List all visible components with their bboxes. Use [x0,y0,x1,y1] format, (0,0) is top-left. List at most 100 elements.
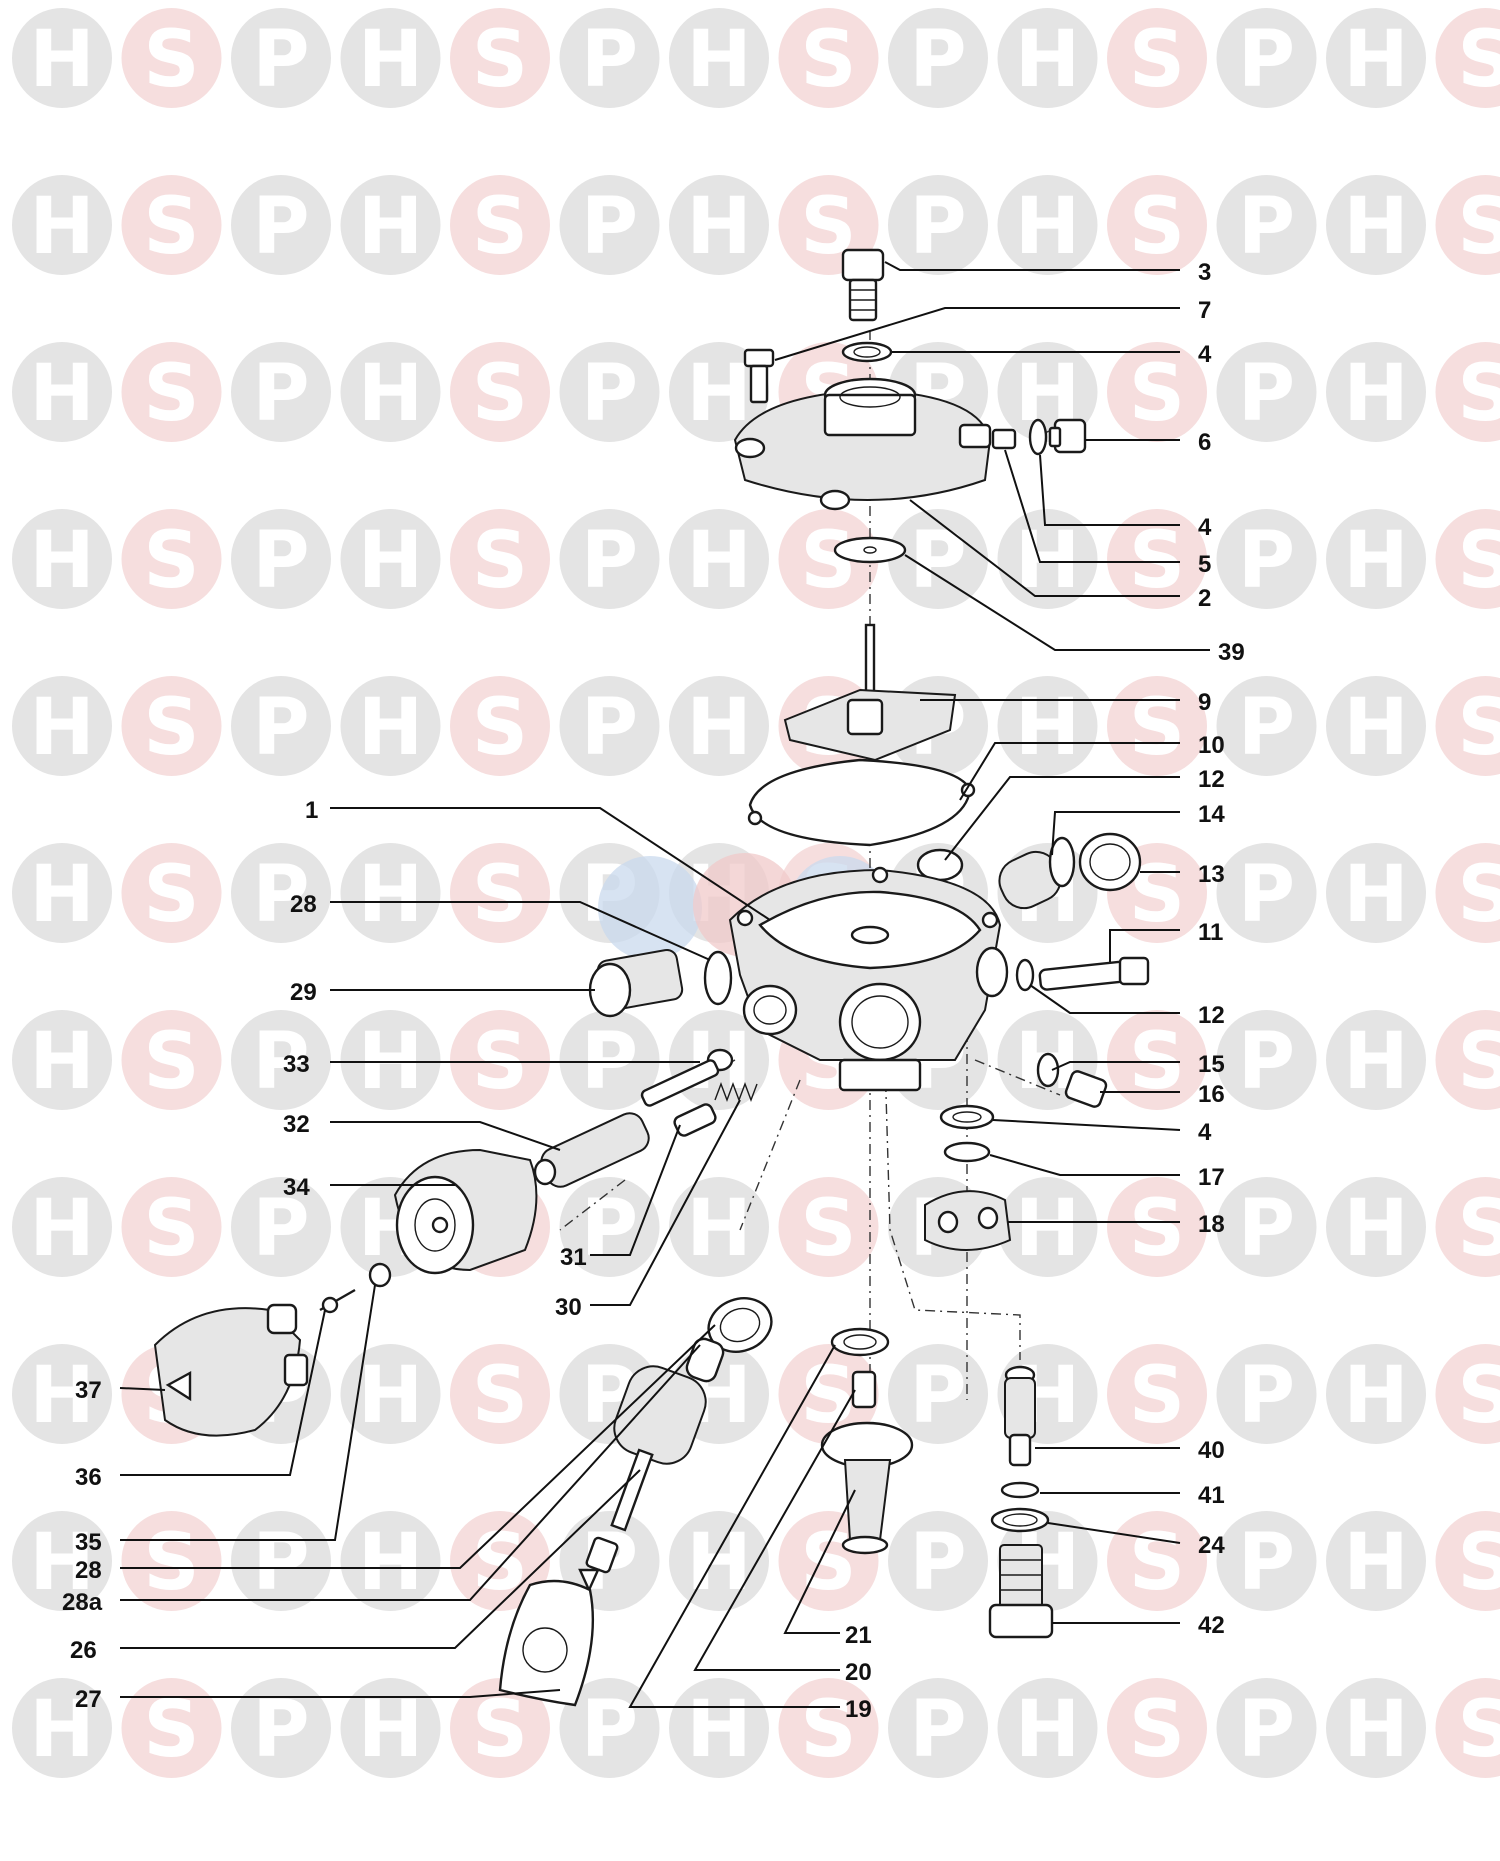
watermark-circle [778,509,879,609]
callout-3: 3 [1198,259,1211,286]
watermark-letter: S [472,182,528,272]
part-32-spindle [533,1059,720,1188]
part-28-ring-lower [707,1297,773,1353]
watermark-circle [231,1678,331,1778]
watermark-letter: P [1238,15,1295,105]
watermark-circle [450,509,550,609]
part-28-washer-upper [703,950,733,1006]
watermark-circle [1216,1678,1317,1778]
watermark-letter: H [1015,1685,1080,1775]
watermark-letter: S [800,15,856,105]
watermark-letter: P [581,516,638,606]
part-10-diaphragm [747,758,976,847]
watermark-circle [1435,676,1500,776]
watermark-circle [1216,342,1317,442]
callout-labels: 3 7 4 6 4 5 2 39 9 10 12 14 13 11 12 15 … [62,259,1245,1723]
watermark-circle [12,1010,112,1110]
part-12-washer-side [1015,958,1035,992]
watermark-circle [778,1177,879,1277]
callout-14: 14 [1198,801,1225,828]
watermark-letter: P [252,349,309,439]
watermark-letter: S [1129,1351,1185,1441]
callout-34: 34 [283,1174,310,1201]
parts-illustration [153,248,1150,1707]
callout-1: 1 [305,797,318,824]
callout-9: 9 [1198,689,1211,716]
watermark-circle [1216,1010,1317,1110]
callout-37: 37 [75,1377,102,1404]
watermark-circle [12,342,112,442]
watermark-letter: P [909,15,966,105]
callout-19: 19 [845,1696,872,1723]
callout-28: 28 [290,891,317,918]
watermark-circle [559,509,660,609]
watermark-circle [121,1177,222,1277]
watermark-circle [1435,1511,1500,1611]
watermark-circle [1326,1010,1426,1110]
watermark-letter: S [472,349,528,439]
watermark-circle [231,1511,331,1611]
watermark-letter: S [143,15,199,105]
watermark-letter: H [358,850,423,940]
watermark-letter: H [358,1518,423,1608]
watermark-circle [559,175,660,275]
watermark-letter: H [1015,683,1080,773]
watermark-letter: H [1343,850,1408,940]
watermark-letter: P [909,516,966,606]
part-40-valve [1004,1365,1036,1467]
watermark-letter: P [1238,1017,1295,1107]
part-2-cover [733,377,992,511]
watermark-circle [888,1678,988,1778]
watermark-letter: S [1457,1518,1500,1608]
callout-42: 42 [1198,1612,1225,1639]
watermark-circle [1435,1678,1500,1778]
watermark-circle [12,175,112,275]
callout-16: 16 [1198,1081,1225,1108]
watermark-circle [12,1344,112,1444]
watermark-circle [997,342,1098,442]
watermark-circle [450,1678,550,1778]
callout-20: 20 [845,1659,872,1686]
watermark-letter: S [143,1184,199,1274]
watermark-circle [1216,1344,1317,1444]
watermark-letter: S [800,1518,856,1608]
watermark-letter: S [1457,1017,1500,1107]
watermark-letter: H [29,15,94,105]
callout-33: 33 [283,1051,310,1078]
watermark-letter: S [472,1351,528,1441]
watermark-circle [1326,509,1426,609]
watermark-letter: H [1343,1184,1408,1274]
watermark-circle [231,1010,331,1110]
part-14-filter [998,836,1076,910]
center-logo-circle [598,856,702,960]
watermark-letter: P [252,1017,309,1107]
part-24-ring [990,1507,1050,1533]
callout-27: 27 [75,1686,102,1713]
watermark-circle [340,509,441,609]
part-4-washer-side [1028,418,1048,456]
part-36-screw [319,1288,356,1314]
watermark-circle [1435,509,1500,609]
watermark-letter: H [1343,349,1408,439]
watermark-letter: H [29,1184,94,1274]
watermark-letter: P [1238,850,1295,940]
watermark-circle [121,1511,222,1611]
watermark-letter: H [29,850,94,940]
part-15-washer [1036,1052,1060,1088]
watermark-letter: S [143,516,199,606]
watermark-letter: H [1343,15,1408,105]
watermark-circle [231,342,331,442]
watermark-circle [450,342,550,442]
watermark-letter: H [29,683,94,773]
watermark-letter: S [800,516,856,606]
watermark-letter: P [252,850,309,940]
part-4-washer-lower [939,1104,995,1130]
watermark-letter: H [1015,15,1080,105]
watermark-letter: S [143,349,199,439]
part-19-20-ring [830,1327,890,1357]
watermark-letter: H [29,1017,94,1107]
watermark-letter: P [581,1685,638,1775]
callout-40: 40 [1198,1437,1225,1464]
part-30-spring [714,1082,758,1102]
